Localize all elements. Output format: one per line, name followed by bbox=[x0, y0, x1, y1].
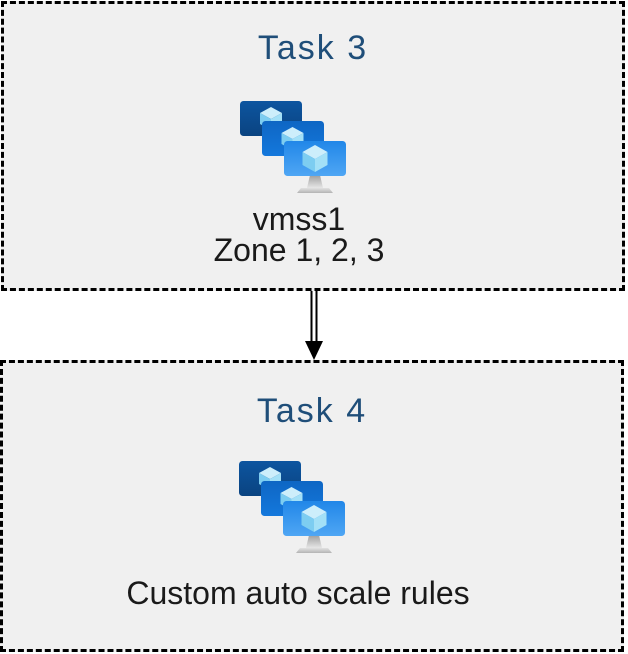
autoscale-label: Custom auto scale rules bbox=[126, 575, 470, 611]
down-arrow-connector bbox=[305, 291, 323, 360]
zone-label: Zone 1, 2, 3 bbox=[213, 232, 385, 268]
task4-title: Task 4 bbox=[256, 392, 368, 430]
task4-labels: Custom auto scale rules bbox=[126, 575, 470, 611]
task3-labels: vmss1 Zone 1, 2, 3 bbox=[213, 201, 385, 268]
task4-box: Task 4 Custom auto scale rules bbox=[0, 360, 624, 652]
task3-box: Task 3 vmss1 Zone 1, 2, 3 bbox=[1, 1, 625, 291]
vm-scale-set-icon bbox=[240, 101, 346, 193]
task3-title: Task 3 bbox=[257, 29, 369, 67]
vmss-name-label: vmss1 bbox=[252, 201, 346, 237]
vm-scale-set-icon bbox=[239, 461, 345, 553]
